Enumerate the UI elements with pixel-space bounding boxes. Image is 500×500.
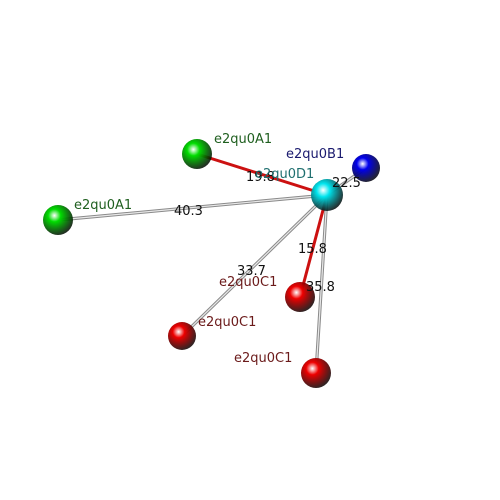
atom-blue-sphere[interactable] xyxy=(352,154,380,182)
distance-label: 33.7 xyxy=(237,264,266,279)
atom-green-sphere[interactable] xyxy=(182,139,212,169)
bond-D1-A1a xyxy=(195,152,329,197)
atom-red-sphere[interactable] xyxy=(168,322,196,350)
distance-label: 35.8 xyxy=(306,280,335,295)
bond-D1-C1a xyxy=(298,193,329,299)
atom-cyan-sphere[interactable] xyxy=(311,179,343,211)
atom-label: e2qu0A1 xyxy=(214,132,272,147)
distance-label: 40.3 xyxy=(174,204,203,219)
atom-red-sphere[interactable] xyxy=(301,358,331,388)
atom-layer xyxy=(43,139,380,388)
bond-D1-C1c xyxy=(314,193,329,375)
atom-label: e2qu0D1 xyxy=(255,167,314,182)
atom-green-sphere[interactable] xyxy=(43,205,73,235)
label-layer: 19.8 22.5 40.3 15.8 33.7 35.8 e2qu0D1 e2qu0B1 e2… xyxy=(74,132,361,366)
bond-D1-A1b xyxy=(56,193,329,222)
atom-red-sphere[interactable] xyxy=(285,282,315,312)
atom-label: e2qu0C1 xyxy=(234,351,292,366)
atom-label: e2qu0C1 xyxy=(198,315,256,330)
distance-label: 22.5 xyxy=(332,176,361,191)
distance-label: 15.8 xyxy=(298,242,327,257)
bond-D1-C1b xyxy=(180,193,329,338)
atom-label: e2qu0C1 xyxy=(219,275,277,290)
atom-label: e2qu0A1 xyxy=(74,198,132,213)
atom-label: e2qu0B1 xyxy=(286,147,344,162)
distance-label: 19.8 xyxy=(246,170,275,185)
bond-layer xyxy=(56,152,368,375)
